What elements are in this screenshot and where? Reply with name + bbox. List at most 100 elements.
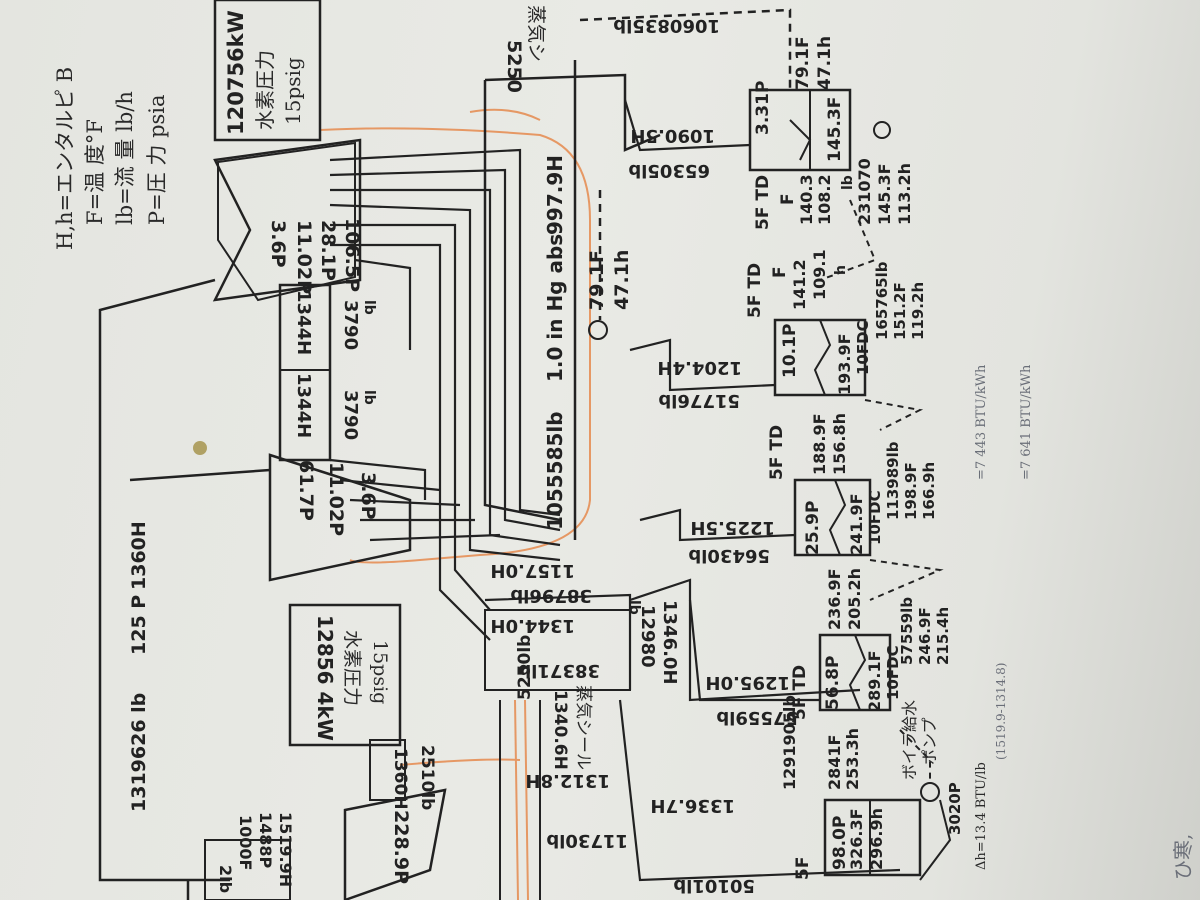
line-f-h: 1336.7H — [650, 795, 735, 816]
heater-5-h-out: 296.9h — [867, 808, 886, 870]
left-edge-d: 1519.9H — [276, 812, 295, 887]
reheat-h2: 1344H — [293, 373, 314, 438]
pencil-marks — [319, 108, 591, 900]
heater-1-dc-t: 145.3F — [875, 163, 894, 225]
condenser-h: 47.1h — [611, 250, 633, 310]
heater-1-dc-flow: 231070 — [855, 158, 874, 225]
hp-gen-flow: 2510lb — [417, 745, 437, 810]
heater-5-p: 98.0P — [830, 816, 850, 870]
line-j-h: 1295.0H — [705, 672, 790, 693]
reheat-f2: 3790 — [340, 390, 361, 440]
heater-3-dc-h: 166.9h — [920, 462, 938, 520]
legend-line-3: lb=流 量 lb/h — [113, 91, 137, 225]
heater-4-dc: 10FDC — [884, 645, 902, 700]
heat-rate-1: =7 443 BTU/kWh — [974, 364, 989, 480]
heater-3-h-a: 156.8h — [830, 413, 849, 475]
lp-gen-h2: 水素圧力 — [253, 50, 277, 130]
line-j-flow: 57559lb — [716, 707, 798, 728]
heater-2: 10.1P 5F TD F 141.2 109.1 h 193.9F 10FDC… — [745, 249, 927, 431]
ip-p3: 3.6P — [357, 472, 379, 520]
heater-2-td: 5F TD — [745, 263, 765, 318]
condenser-vacuum: 1.0 in Hg abs — [543, 234, 567, 382]
line-d-note: 蒸気シール — [573, 685, 593, 770]
condenser-pump-icon — [588, 320, 608, 340]
heater-1-f: F — [778, 193, 798, 205]
hp-gen-rating: 12856 4kW — [313, 615, 337, 741]
lp-top-p1: 3.6P — [267, 220, 289, 268]
reheat-f1: 3790 — [340, 300, 361, 350]
line-g-flow: 65305lb — [628, 160, 710, 181]
hp-generator: 12856 4kW 水素圧力 15psig — [288, 603, 402, 747]
heater-2-h-a: 109.1 — [810, 249, 829, 300]
line-e-h: 1312.8H — [525, 770, 610, 791]
left-edge-a: 2lb — [216, 865, 235, 893]
feed-pump-icon — [920, 782, 940, 802]
lp-generator: 120756kW 水素圧力 15psig — [213, 0, 322, 142]
lp-top-p4: 106.5P — [341, 218, 363, 292]
heater-1-dc-lb: lb — [840, 175, 856, 190]
line-g-h: 1090.5H — [630, 125, 715, 146]
main-steam-flow: 1319626 lb — [128, 693, 150, 812]
legend-line-1: H,h=エンタルピ B — [53, 67, 77, 250]
line-e-flow: 11730lb — [546, 830, 628, 851]
heater-2-h-u: h — [833, 265, 849, 275]
heater-1-h2: 108.2 — [815, 174, 834, 225]
line-d-flow: 5250lb — [515, 635, 535, 700]
heat-rate-2: =7 641 BTU/kWh — [1019, 364, 1034, 480]
line-i-flow: 56430lb — [688, 545, 770, 566]
heater-4-dc-t: 246.9F — [916, 607, 934, 665]
heater-4-t-a: 236.9F — [825, 568, 844, 630]
heater-4-p: 56.8P — [823, 656, 843, 710]
legend-line-4: P=圧 力 psia — [145, 94, 169, 225]
legend-line-2: F=温 度°F — [83, 119, 107, 225]
heater-1-t2: 140.3 — [797, 174, 816, 225]
heater-1-t-out: 145.3F — [825, 97, 845, 162]
condenser-flow: 1055585lb — [543, 411, 567, 530]
lp-gen-psig: 15psig — [281, 57, 305, 125]
heater-2-dc-t: 151.2F — [891, 282, 909, 340]
pump-dh: Δh=13.4 BTU/lb — [974, 762, 989, 870]
heater-3-p: 25.9P — [803, 501, 823, 555]
heater-4-h-a: 205.2h — [845, 568, 864, 630]
condenser-enthalpy: 997.9H — [543, 155, 567, 235]
pump-name: ボイラ給水 — [900, 700, 919, 780]
heater-4: 56.8P 5F TD 236.9F 205.2h 289.1F 10FDC 5… — [790, 568, 952, 720]
line-c-unit: lb — [626, 600, 642, 615]
heater-5-t-out: 326.3F — [847, 808, 866, 870]
lp-gen-rating: 120756kW — [224, 10, 248, 135]
heater-3-dc: 10FDC — [866, 490, 884, 545]
pump-flow: 3020P — [946, 782, 964, 835]
reheat-h1: 1344H — [293, 290, 314, 355]
line-i-h: 1225.5H — [690, 517, 775, 538]
heater-3-t-a: 188.9F — [810, 413, 829, 475]
ip-p1: 61.7P — [295, 460, 317, 521]
line-c-h: 1346.0H — [659, 600, 680, 685]
reheat-f1-unit: lb — [361, 300, 377, 315]
heater-2-dc: 10FDC — [854, 320, 872, 375]
reheat-f2-unit: lb — [361, 390, 377, 405]
line-a-flow: 38796lb — [510, 585, 592, 606]
heater-1-dc-h: 113.2h — [895, 163, 914, 225]
stain-mark — [193, 441, 207, 455]
line-c-flow: 12980 — [637, 605, 658, 668]
heater-2-dc-h: 119.2h — [909, 282, 927, 340]
heater-2-dc-flow: 165765lb — [873, 261, 891, 340]
heater-5-td: 5F — [793, 857, 813, 880]
hp-gen-psig: 15psig — [369, 640, 391, 704]
hp-p1: 228.9P — [390, 810, 412, 884]
lp-top-p3: 28.1P — [317, 220, 339, 281]
main-steam-enthalpy: 1360H — [128, 521, 150, 590]
condenser-top-a: 5250 — [503, 40, 525, 93]
line-b-flow: 38371lb — [518, 660, 600, 681]
line-d-h: 1340.6H — [550, 690, 570, 770]
condenser — [483, 8, 792, 540]
heater-1-pump-icon — [873, 121, 891, 139]
heater-feed-lines — [623, 99, 820, 702]
condenser-top-b: 蒸気シ — [525, 5, 547, 62]
heater-3-dc-t: 198.9F — [902, 462, 920, 520]
condenser-dashed-flow: 1060835lb — [613, 15, 720, 36]
extraction-lines — [329, 148, 561, 641]
left-edge-c: 1488P — [256, 812, 275, 869]
